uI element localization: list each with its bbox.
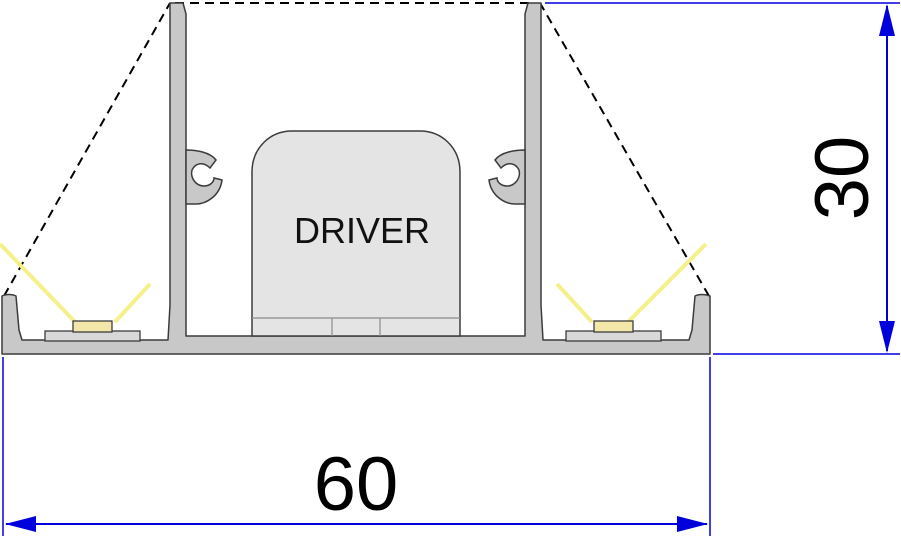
beam-outline-left [3,2,171,297]
driver-body [251,130,461,337]
width-arrow-right [677,516,708,532]
driver-label: DRIVER [294,210,430,251]
width-dimension [2,357,711,536]
beam-outline-right [539,2,710,297]
led-chip-left [72,320,113,333]
width-dimension-label: 60 [314,442,399,527]
light-ray-left-outer [0,242,80,327]
led-module-left [0,242,152,342]
height-arrow-bottom [879,321,895,353]
width-arrow-left [5,516,36,532]
led-chip-right [593,320,634,333]
height-dimension [545,2,900,355]
beam-angle-outline [3,2,710,297]
light-ray-left-inner [113,282,152,324]
led-module-right [555,242,708,342]
clip-hook-right [488,149,526,205]
aluminium-profile [1,2,711,355]
height-dimension-label: 30 [800,136,885,221]
light-ray-right-inner [555,282,594,324]
driver: DRIVER [251,130,461,337]
clip-hook-left [185,149,223,205]
light-ray-right-outer [626,242,708,324]
height-arrow-top [879,4,895,36]
